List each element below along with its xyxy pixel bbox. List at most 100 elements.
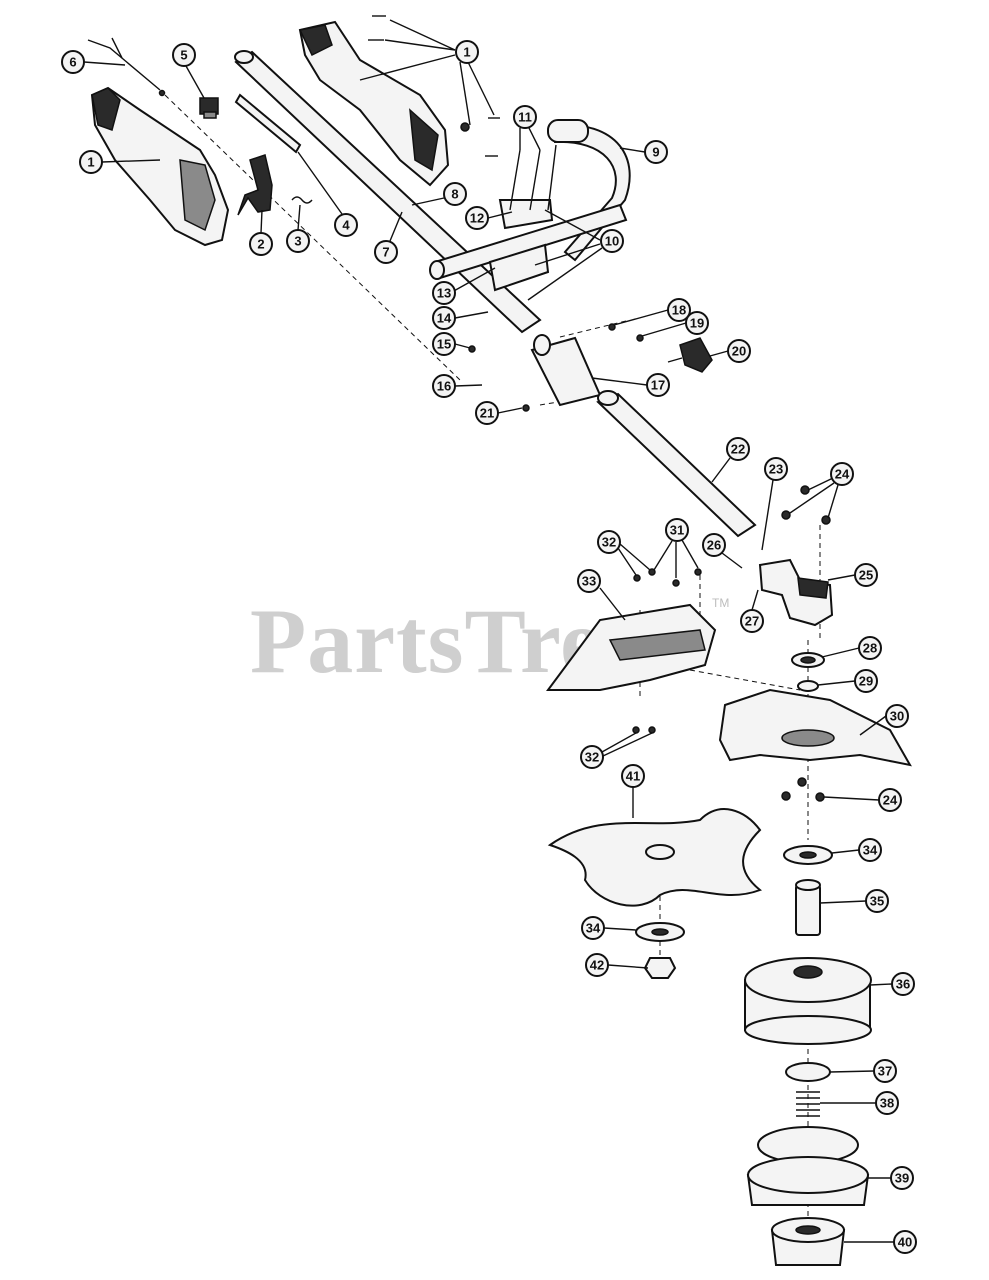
callout-34-lower: 34	[581, 916, 637, 940]
callout-31: 31	[653, 518, 699, 578]
part-washer-37	[785, 1062, 831, 1082]
callout-3: 3	[286, 204, 310, 253]
callout-40: 40	[844, 1230, 917, 1254]
callout-7: 7	[374, 211, 403, 264]
svg-text:13: 13	[437, 286, 451, 301]
part-throttle-trigger	[237, 154, 273, 216]
callout-38: 38	[820, 1091, 899, 1115]
part-shield	[546, 603, 717, 691]
part-cable	[87, 37, 166, 97]
svg-text:41: 41	[626, 769, 640, 784]
callout-5: 5	[172, 43, 205, 99]
part-bail-handle	[547, 119, 631, 262]
part-washer-29	[797, 680, 819, 692]
svg-text:28: 28	[863, 641, 877, 656]
part-spring	[291, 196, 313, 204]
callout-6: 6	[61, 50, 126, 74]
callout-24-lower: 24	[823, 788, 902, 812]
callout-26: 26	[702, 533, 743, 569]
callout-24-upper: 24	[789, 462, 854, 519]
svg-text:1: 1	[87, 155, 94, 170]
svg-text:2: 2	[257, 237, 264, 252]
svg-text:4: 4	[342, 218, 350, 233]
svg-text:33: 33	[582, 574, 596, 589]
svg-text:35: 35	[870, 894, 884, 909]
svg-text:19: 19	[690, 316, 704, 331]
part-head-spring	[796, 1091, 820, 1117]
callout-14: 14	[432, 306, 489, 330]
callout-42: 42	[585, 953, 649, 977]
callout-16: 16	[432, 374, 483, 398]
svg-text:27: 27	[745, 614, 759, 629]
svg-text:15: 15	[437, 337, 451, 352]
callout-15: 15	[432, 332, 471, 356]
part-throttle-handle	[90, 86, 230, 247]
part-handle-housing	[298, 20, 450, 187]
callout-27: 27	[740, 589, 764, 633]
part-shaft-lower	[596, 390, 757, 538]
part-bearing	[791, 652, 825, 668]
svg-text:36: 36	[896, 977, 910, 992]
svg-text:32: 32	[585, 750, 599, 765]
callout-41: 41	[621, 764, 645, 818]
svg-text:16: 16	[437, 379, 451, 394]
part-guard	[718, 688, 912, 767]
callout-12: 12	[465, 206, 513, 230]
svg-text:26: 26	[707, 538, 721, 553]
svg-text:25: 25	[859, 568, 873, 583]
callout-1-lower: 1	[79, 150, 161, 174]
part-coupler	[530, 334, 602, 407]
svg-text:14: 14	[437, 311, 452, 326]
svg-text:17: 17	[651, 378, 665, 393]
svg-text:8: 8	[451, 187, 458, 202]
svg-text:1: 1	[463, 45, 470, 60]
callout-2: 2	[249, 209, 273, 256]
callout-1-upper: 1	[359, 19, 495, 126]
svg-text:18: 18	[672, 303, 686, 318]
part-washer-34-upper	[783, 845, 833, 865]
svg-text:11: 11	[518, 110, 532, 125]
svg-text:7: 7	[382, 245, 389, 260]
callout-28: 28	[821, 636, 882, 660]
svg-text:10: 10	[605, 234, 619, 249]
svg-text:3: 3	[294, 234, 301, 249]
svg-text:34: 34	[586, 921, 601, 936]
part-switch	[199, 97, 219, 119]
callout-37: 37	[829, 1059, 897, 1083]
svg-text:31: 31	[670, 523, 684, 538]
callout-8: 8	[411, 182, 467, 206]
svg-text:37: 37	[878, 1064, 892, 1079]
part-gearbox	[758, 558, 834, 627]
callout-25: 25	[827, 563, 878, 587]
callout-13: 13	[432, 267, 496, 305]
callout-18: 18	[613, 298, 691, 326]
svg-text:24: 24	[835, 467, 850, 482]
part-nut	[643, 957, 677, 979]
part-handle-tube	[429, 203, 628, 280]
part-washer-34-lower	[635, 922, 685, 942]
svg-text:34: 34	[863, 843, 878, 858]
callout-bubbles: 1 1 2 3 4 5 6 7	[61, 19, 917, 1254]
callout-39: 39	[868, 1166, 914, 1190]
svg-text:29: 29	[859, 674, 873, 689]
part-spool	[746, 1126, 870, 1206]
callout-32-lower: 32	[580, 732, 653, 769]
svg-text:6: 6	[69, 55, 76, 70]
callout-21: 21	[475, 401, 523, 425]
callout-23: 23	[761, 457, 788, 551]
callout-30: 30	[859, 704, 909, 736]
part-spacer	[795, 879, 821, 936]
svg-text:22: 22	[731, 442, 745, 457]
callout-17: 17	[591, 373, 670, 397]
callout-9: 9	[619, 140, 668, 164]
part-bump-knob	[770, 1217, 846, 1266]
callout-34-upper: 34	[831, 838, 882, 862]
callout-33: 33	[577, 569, 626, 621]
svg-text:20: 20	[732, 344, 746, 359]
part-handle-clamp	[488, 199, 554, 292]
callout-11: 11	[513, 105, 541, 151]
svg-text:40: 40	[898, 1235, 912, 1250]
svg-text:12: 12	[470, 211, 484, 226]
part-knob	[667, 337, 713, 373]
svg-text:23: 23	[769, 462, 783, 477]
